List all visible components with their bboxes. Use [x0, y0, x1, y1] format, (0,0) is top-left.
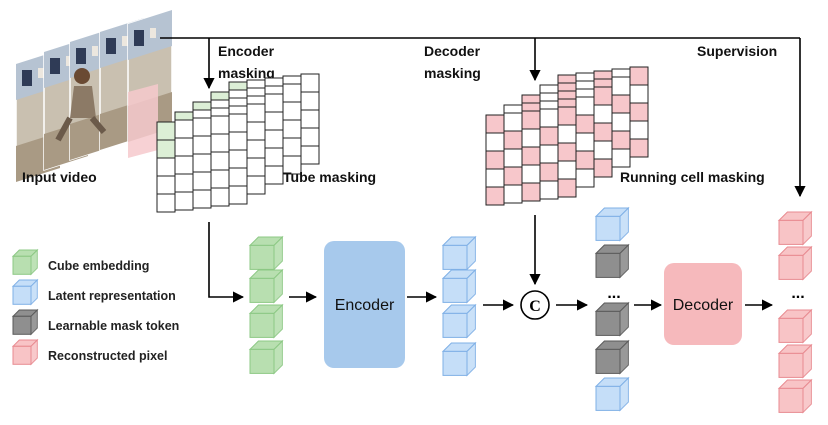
cube	[777, 210, 813, 246]
legend-label: Cube embedding	[48, 259, 149, 273]
cube	[441, 341, 477, 377]
video-subject	[55, 68, 107, 142]
mixed-column	[594, 206, 630, 412]
reconstruction-column	[777, 210, 813, 414]
cube	[594, 206, 630, 242]
cube	[441, 268, 477, 304]
decoder-block: Decoder	[664, 263, 742, 345]
cube	[248, 235, 284, 271]
latent-column	[441, 235, 477, 377]
legend-label: Reconstructed pixel	[48, 349, 167, 363]
concat-label: C	[529, 298, 541, 315]
grid-layer-1	[156, 113, 248, 213]
legend-item-4: Reconstructed pixel	[11, 338, 167, 366]
cube	[248, 339, 284, 375]
input-video-label: Input video	[22, 169, 97, 185]
tube-masking-grid	[156, 73, 320, 213]
cube-columns	[248, 206, 813, 414]
decoder-masking-label-1: Decoder	[424, 43, 481, 59]
supervision-label: Supervision	[697, 43, 777, 59]
cube	[777, 308, 813, 344]
cube-embedding-column	[248, 235, 284, 375]
cube	[248, 303, 284, 339]
flow-arrows	[208, 215, 774, 311]
cube	[594, 339, 630, 375]
encoder-label: Encoder	[335, 297, 395, 314]
cube	[594, 301, 630, 337]
cube	[594, 376, 630, 412]
encoder-masking-label-2: masking	[218, 65, 275, 81]
decoder-label: Decoder	[673, 297, 734, 314]
cube-icon	[11, 308, 39, 336]
cube	[777, 245, 813, 281]
running-cell-masking-label: Running cell masking	[620, 169, 765, 185]
ellipsis-latent: ...	[607, 285, 620, 302]
decoder-rect	[664, 263, 742, 345]
decoder-masking-label-2: masking	[424, 65, 481, 81]
encoder-block: Encoder	[324, 241, 405, 368]
encoder-rect	[324, 241, 405, 368]
supervision-lines	[160, 37, 806, 198]
cube	[777, 378, 813, 414]
cube	[441, 303, 477, 339]
cube	[441, 235, 477, 271]
legend-label: Latent representation	[48, 289, 176, 303]
running-cell-masking-grid	[485, 66, 649, 206]
concat-node: C	[520, 290, 550, 320]
encoder-masking-label-1: Encoder	[218, 43, 275, 59]
legend-item-2: Latent representation	[11, 278, 176, 306]
cube	[248, 268, 284, 304]
cube-icon	[11, 248, 39, 276]
input-video-frames	[15, 8, 173, 184]
concat-circle	[520, 290, 550, 320]
legend-item-1: Cube embedding	[11, 248, 149, 276]
tube-masking-label: Tube masking	[283, 169, 376, 185]
legend-label: Learnable mask token	[48, 319, 179, 333]
cube	[594, 243, 630, 279]
cube-icon	[11, 278, 39, 306]
grid-layer-1	[485, 106, 577, 206]
cube	[777, 343, 813, 379]
legend-item-3: Learnable mask token	[11, 308, 179, 336]
ellipsis-output: ...	[791, 285, 804, 302]
cube-icon	[11, 338, 39, 366]
